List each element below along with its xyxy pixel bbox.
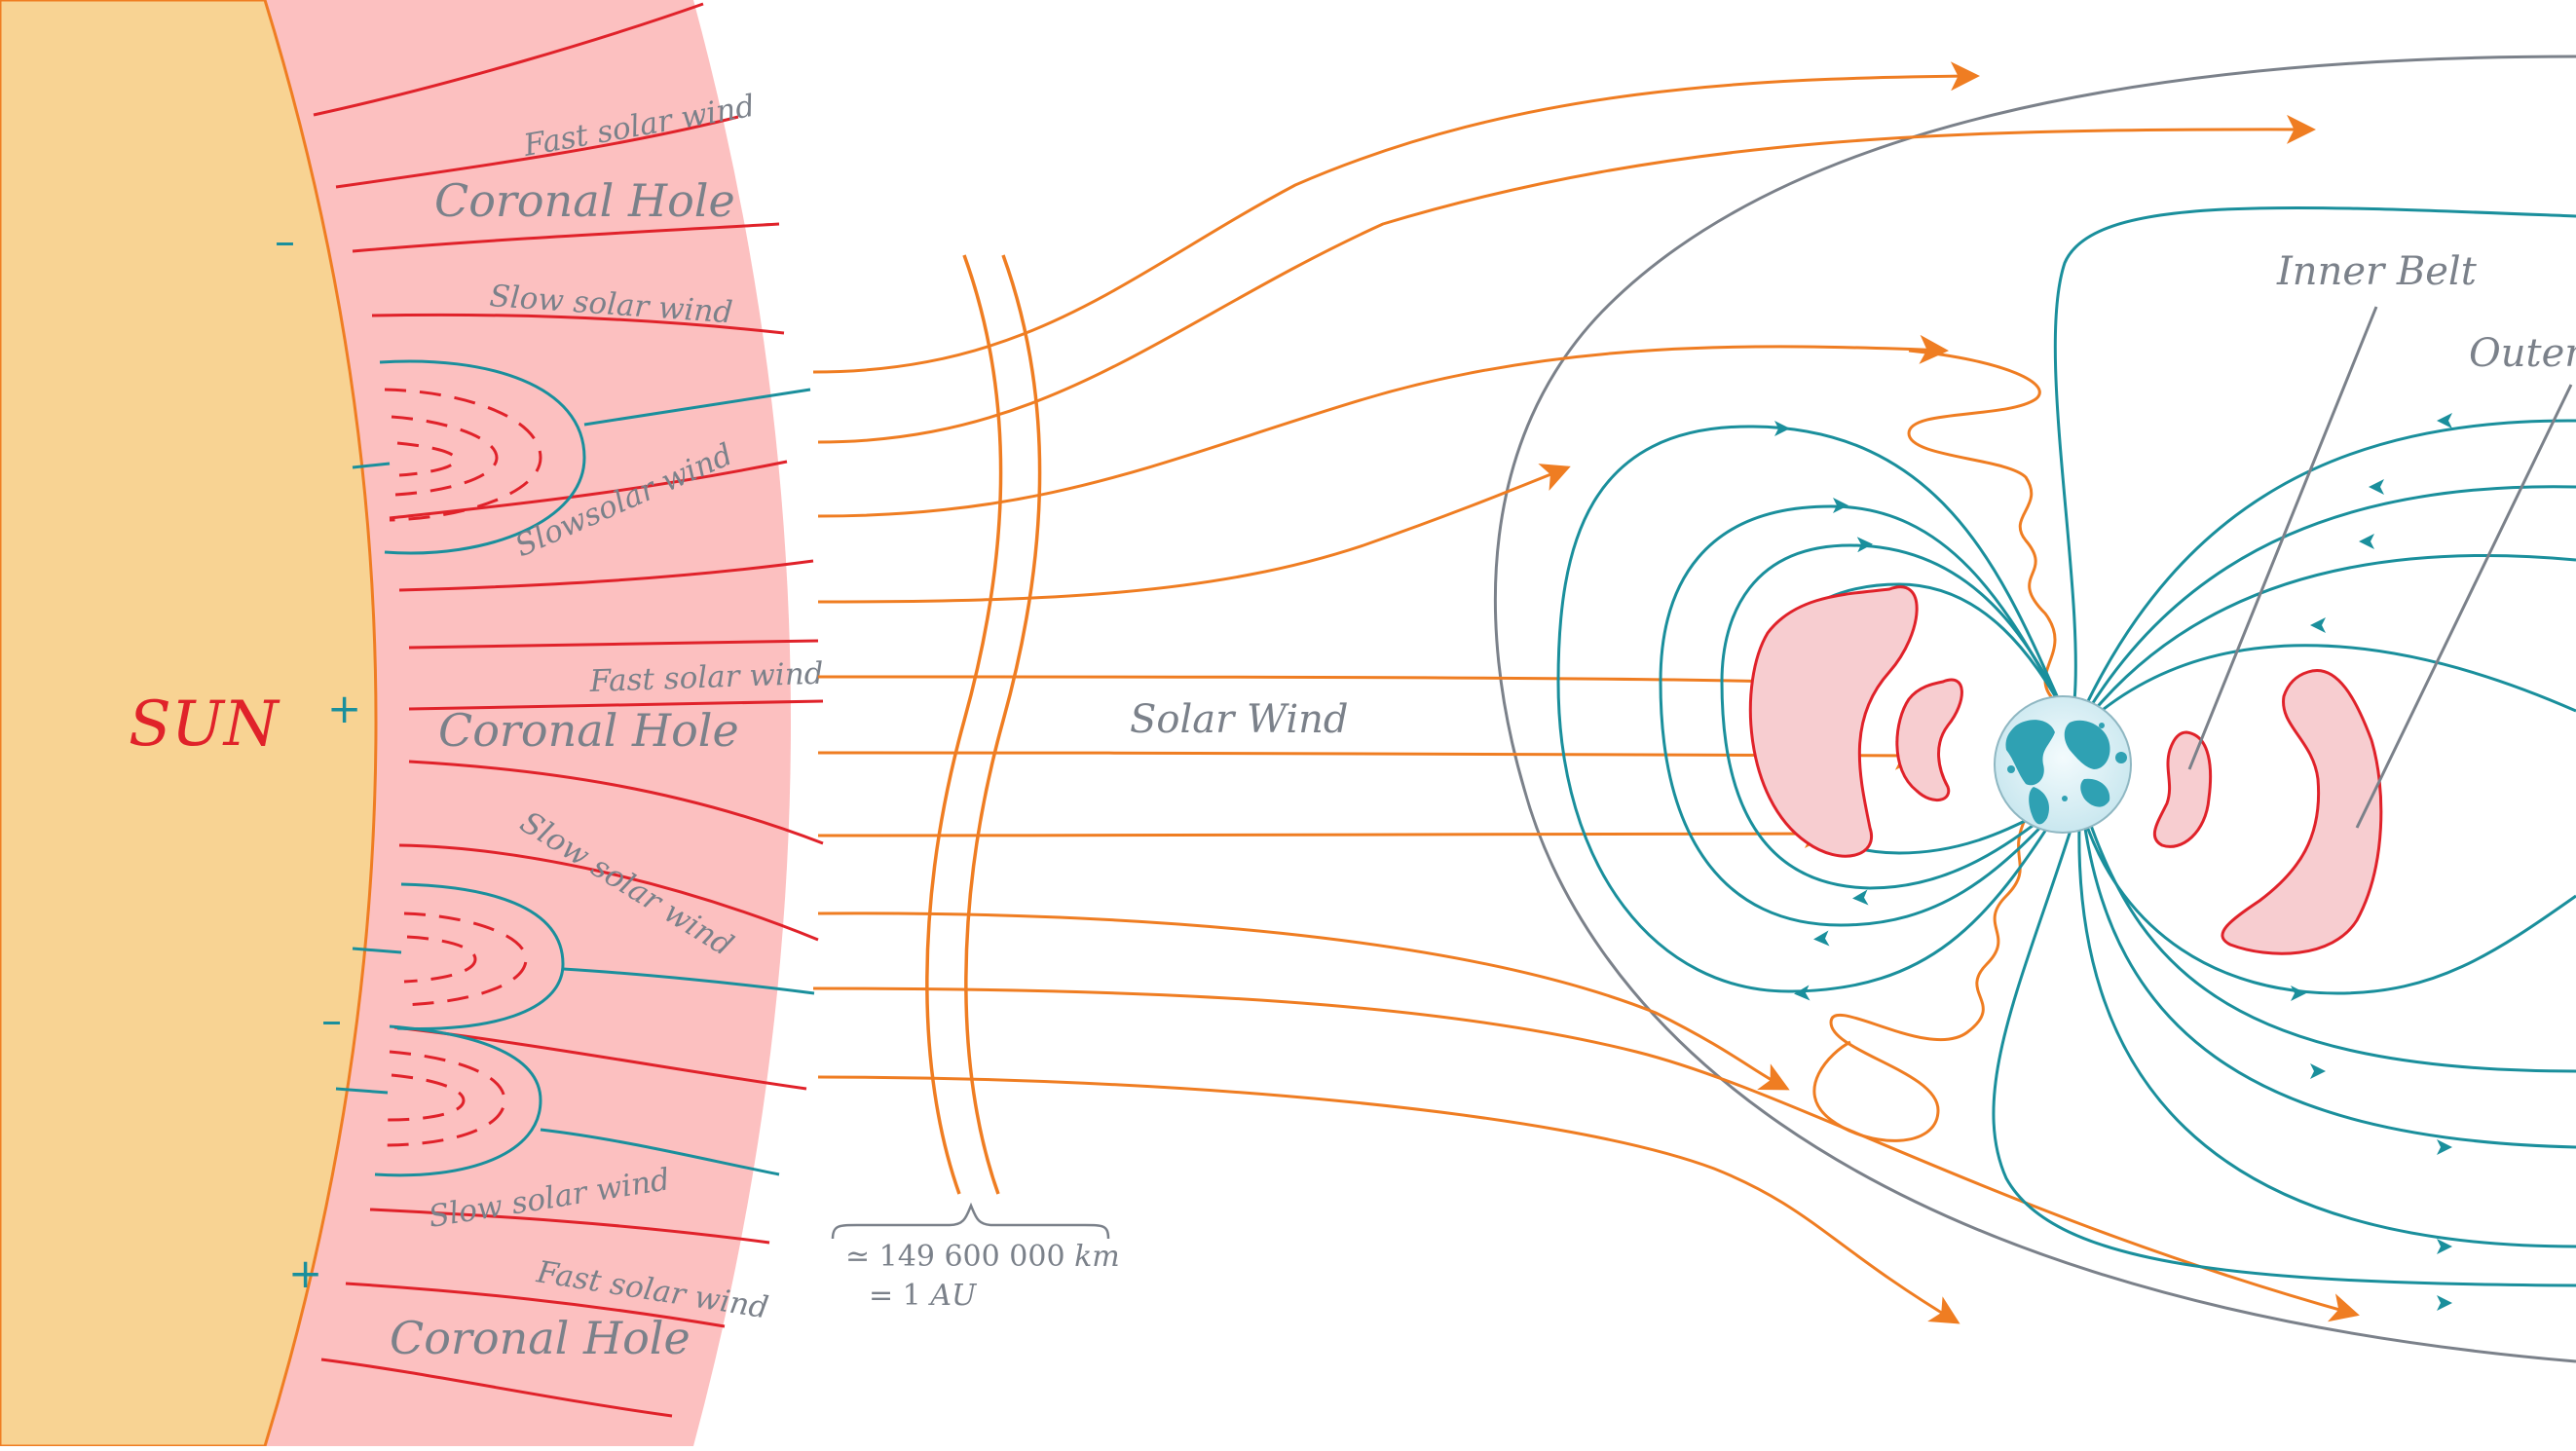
sun-body (0, 0, 378, 1448)
inner-belt-dayside (1895, 678, 1963, 801)
solar-wind-streamlines (812, 61, 2360, 1324)
polarity-minus: – (321, 996, 342, 1044)
magnetosphere-dayside-field (1556, 425, 2065, 993)
coronal-field-lines (313, 2, 824, 1418)
outer-belt-leader (2355, 384, 2573, 829)
inner-belt-leader (2187, 306, 2378, 770)
polarity-plus: + (327, 685, 361, 732)
inner-belt-nightside (2152, 730, 2213, 848)
closed-field-loop-lower (335, 1024, 780, 1177)
distance-au-label: = 1 AU (869, 1279, 978, 1313)
coronal-hole-label: Coronal Hole (390, 1312, 691, 1364)
inner-belt-label: Inner Belt (2276, 249, 2478, 294)
polarity-plus: + (288, 1249, 322, 1297)
closed-field-loop-middle (352, 882, 815, 1030)
distance-km-label: ≃ 149 600 000 km (845, 1240, 1120, 1274)
outer-belt-label: Outer (2469, 331, 2576, 376)
polarity-marks: – + – + (275, 217, 361, 1297)
sun-label: SUN (129, 688, 280, 761)
outer-belt-dayside (1748, 585, 1919, 858)
fast-solar-wind-label: Fast solar wind (588, 656, 824, 699)
solar-wind-label: Solar Wind (1130, 697, 1349, 742)
earth-globe-icon (1994, 695, 2132, 834)
distance-break-marks (925, 254, 1042, 1195)
coronal-hole-label: Coronal Hole (434, 174, 735, 227)
distance-brace (831, 1202, 1110, 1240)
polarity-minus: – (275, 217, 295, 265)
radiation-belts (1748, 585, 2383, 955)
coronal-hole-label: Coronal Hole (438, 704, 739, 757)
closed-field-loop-upper (352, 359, 811, 555)
magnetopause-boundary (1493, 55, 2576, 1363)
outer-belt-nightside (2221, 668, 2383, 955)
magnetosphere-nightside-field (1992, 205, 2576, 1287)
